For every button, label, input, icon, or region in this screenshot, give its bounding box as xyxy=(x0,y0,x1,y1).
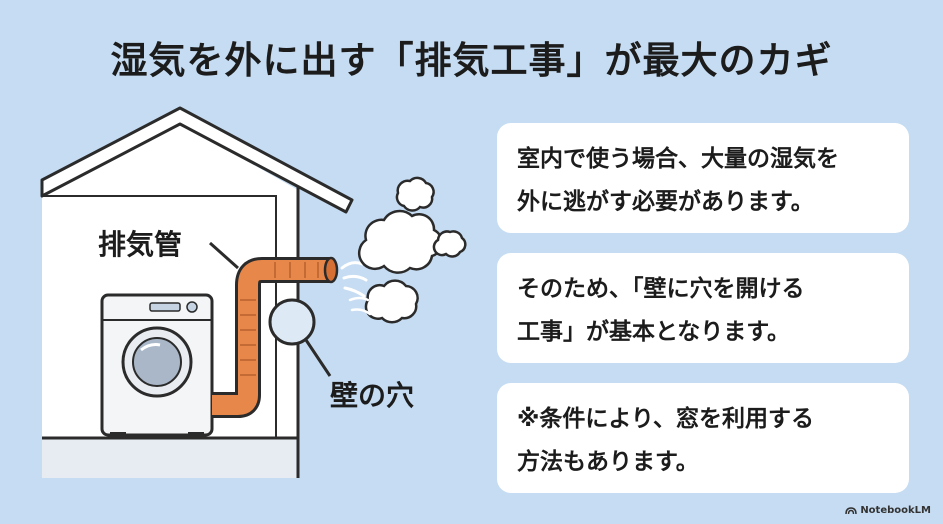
notebook-logo-icon xyxy=(845,507,858,515)
steam-cloud-top xyxy=(395,176,435,212)
brand-watermark: NotebookLM xyxy=(845,505,931,516)
hole-label: 壁の穴 xyxy=(330,379,415,412)
duct-leader xyxy=(209,241,239,270)
card-line: ※条件により、窓を利用する xyxy=(517,406,814,432)
wall-hole xyxy=(268,298,316,346)
air-flow-lines xyxy=(340,261,368,298)
info-card-moisture: 室内で使う場合、大量の湿気を 外に逃がす必要があります。 xyxy=(497,123,909,233)
info-card-wall-hole: そのため、「壁に穴を開ける 工事」が基本となります。 xyxy=(497,253,909,363)
steam-cloud-middle xyxy=(357,209,444,274)
page-title: 湿気を外に出す「排気工事」が最大のカギ xyxy=(110,39,833,82)
card-line: 工事」が基本となります。 xyxy=(517,319,791,345)
brand-name: NotebookLM xyxy=(860,505,931,516)
card-line: 外に逃がす必要があります。 xyxy=(517,189,814,215)
steam-cloud-right xyxy=(432,230,467,258)
hole-leader xyxy=(304,339,332,377)
info-card-window: ※条件により、窓を利用する 方法もあります。 xyxy=(497,383,909,493)
duct-label: 排気管 xyxy=(98,228,183,261)
card-line: そのため、「壁に穴を開ける xyxy=(517,276,805,302)
washing-machine xyxy=(100,293,214,438)
card-line: 方法もあります。 xyxy=(517,449,699,475)
card-line: 室内で使う場合、大量の湿気を xyxy=(517,146,839,172)
floor xyxy=(42,438,298,478)
steam-cloud-bottom xyxy=(364,279,419,324)
exhaust-duct xyxy=(212,256,339,418)
